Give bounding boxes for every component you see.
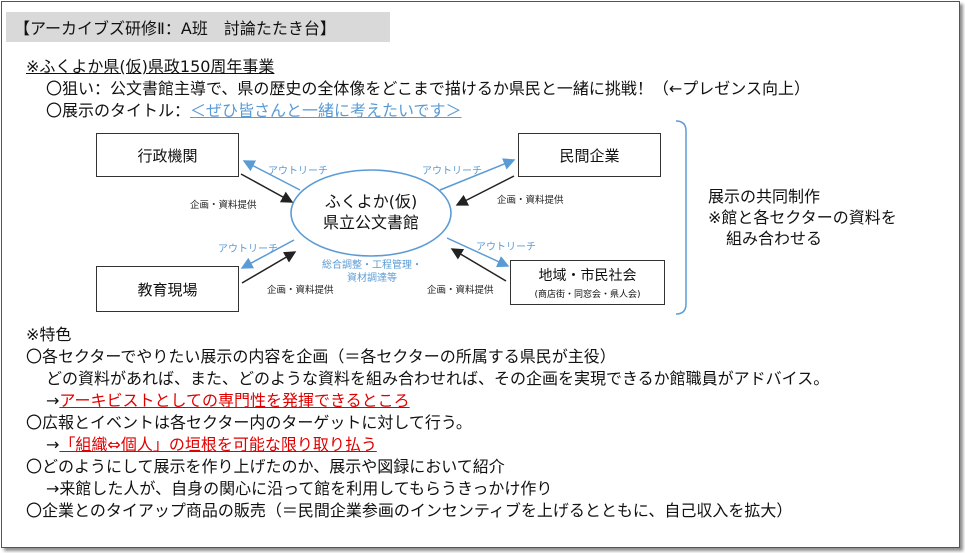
feature-1-sub: どの資料があれば、また、どのような資料を組み合わせれば、その企画を実現できるか館… [46, 369, 830, 388]
outreach-arrow-gov [242, 160, 301, 191]
feature-4: 〇企業とのタイアップ商品の販売（＝民間企業参画のインセンティブを上げるとともに、… [26, 501, 793, 520]
aim-text: 〇狙い：公文書館主導で、県の歴史の全体像をどこまで描けるか県民と一緒に挑戦！（←… [46, 79, 810, 98]
outreach-label-community: アウトリーチ [476, 242, 536, 253]
feature-1-highlight-row: →アーキビストとしての専門性を発揮できるところ [46, 387, 410, 411]
exhibit-title-value: ＜ぜひ皆さんと一緒に考えたいです＞ [190, 101, 462, 120]
archives-line2: 県立公文書館 [322, 213, 419, 232]
box-community: 地域・市民社会 (商店街・同窓会・県人会) [510, 260, 665, 305]
co-production-line1: 展示の共同制作 [708, 187, 821, 206]
feature-1: 〇各セクターでやりたい展示の内容を企画（＝各セクターの所属する県民が主役） [26, 347, 616, 366]
provide-label-private: 企画・資料提供 [497, 195, 564, 206]
provide-arrow-edu [241, 251, 297, 284]
provide-arrow-private [455, 175, 515, 206]
box-government: 行政機関 [96, 133, 239, 177]
box-community-sub: (商店街・同窓会・県人会) [534, 290, 641, 300]
provide-label-edu: 企画・資料提供 [267, 285, 334, 296]
provide-arrow-gov [240, 173, 294, 203]
feature-3: 〇どのようにして展示を作り上げたのか、展示や図録において紹介 [26, 457, 505, 476]
project-name: ※ふくよか県(仮)県政150周年事業 [26, 57, 275, 76]
outreach-arrow-private [439, 158, 516, 191]
exhibit-title-row: 〇展示のタイトル：＜ぜひ皆さんと一緒に考えたいです＞ [46, 97, 462, 121]
provide-label-gov: 企画・資料提供 [190, 200, 257, 211]
outreach-arrow-edu [240, 239, 295, 269]
title-bar [6, 12, 390, 42]
outreach-label-edu: アウトリーチ [218, 244, 278, 255]
archives-ellipse [290, 169, 452, 257]
feature-2-highlight-row: →「組織⇔個人」の垣根を可能な限り取り払う [46, 431, 377, 455]
coordination-note-line1: 総合調整・工程管理・ [322, 260, 422, 271]
archives-label: ふくよか(仮) 県立公文書館 [311, 191, 431, 233]
slide-title: 【アーカイブズ研修Ⅱ：A班 討論たたき台】 [14, 19, 336, 38]
co-production-line2: ※館と各セクターの資料を [708, 208, 897, 227]
outreach-label-private: アウトリーチ [422, 166, 482, 177]
feature-2: 〇広報とイベントは各セクター内のターゲットに対して行う。 [26, 413, 472, 432]
outreach-label-gov: アウトリーチ [268, 166, 328, 177]
box-education: 教育現場 [96, 266, 239, 312]
coordination-note: 総合調整・工程管理・ 資材調達等 [320, 259, 424, 285]
box-community-label: 地域・市民社会 [538, 268, 637, 284]
provide-label-community: 企画・資料提供 [427, 285, 494, 296]
feature-2-highlight: 「組織⇔個人」の垣根を可能な限り取り払う [59, 435, 377, 454]
right-bracket [675, 120, 687, 315]
feature-2-arrow: → [46, 435, 60, 454]
coordination-note-line2: 資材調達等 [347, 273, 397, 284]
feature-3-sub: →来館した人が、自身の関心に沿って館を利用してもらうきっかけ作り [46, 479, 553, 498]
exhibit-title-label: 〇展示のタイトル： [46, 101, 191, 120]
feature-1-arrow: → [46, 391, 60, 410]
co-production-note: 展示の共同制作 ※館と各セクターの資料を 組み合わせる [708, 186, 897, 249]
features-header: ※特色 [26, 325, 72, 344]
box-private-company: 民間企業 [518, 133, 661, 177]
co-production-line3: 組み合わせる [726, 229, 823, 248]
feature-1-highlight: アーキビストとしての専門性を発揮できるところ [59, 391, 410, 410]
outreach-arrow-community [446, 237, 510, 268]
archives-line1: ふくよか(仮) [324, 192, 418, 211]
provide-arrow-community [450, 248, 507, 282]
